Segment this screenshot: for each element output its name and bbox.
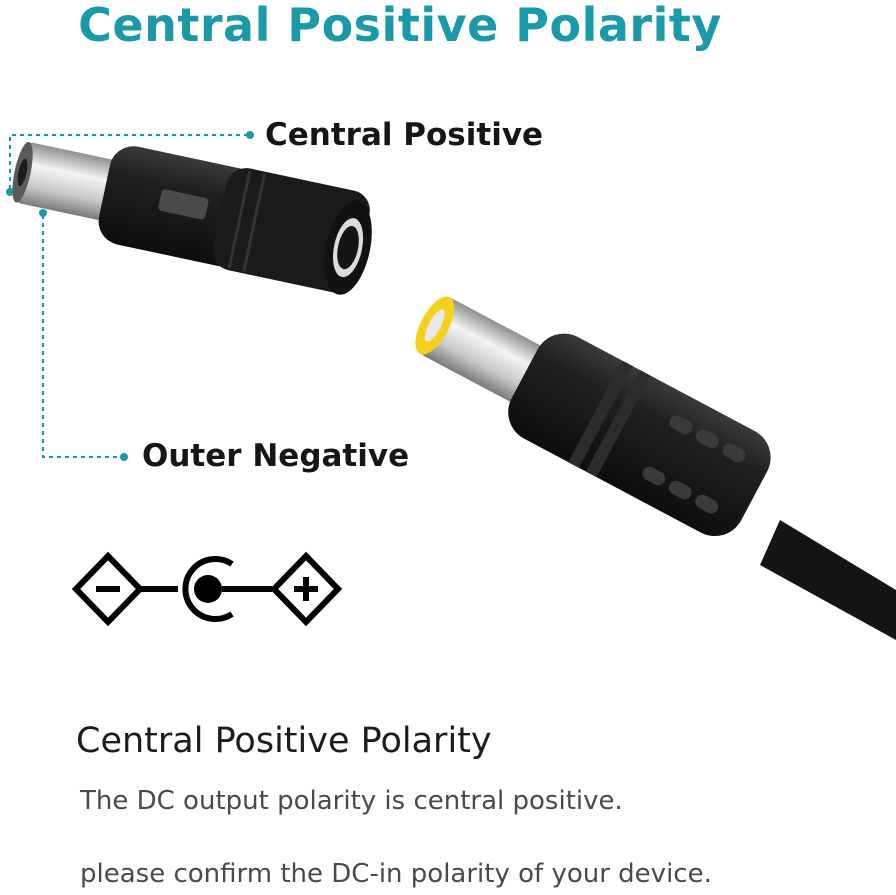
outer-negative-label: Outer Negative [142, 438, 410, 474]
page-title: Central Positive Polarity [78, 0, 722, 52]
info-line-2: please confirm the DC-in polarity of you… [80, 859, 712, 889]
polarity-symbol [71, 551, 343, 627]
callout-dot-positive [246, 131, 254, 139]
adapter-plug [12, 141, 372, 295]
info-line-1: The DC output polarity is central positi… [80, 786, 623, 816]
central-positive-label: Central Positive [265, 117, 544, 153]
info-title: Central Positive Polarity [76, 721, 492, 761]
plus-diamond-icon [269, 551, 343, 627]
dc-connector-illustration [6, 131, 896, 640]
minus-diamond-icon [71, 551, 145, 627]
callout-leader-lines [9, 134, 248, 458]
cable-plug [415, 296, 896, 640]
callout-dot-negative [120, 453, 128, 461]
center-pin-icon [182, 556, 234, 622]
